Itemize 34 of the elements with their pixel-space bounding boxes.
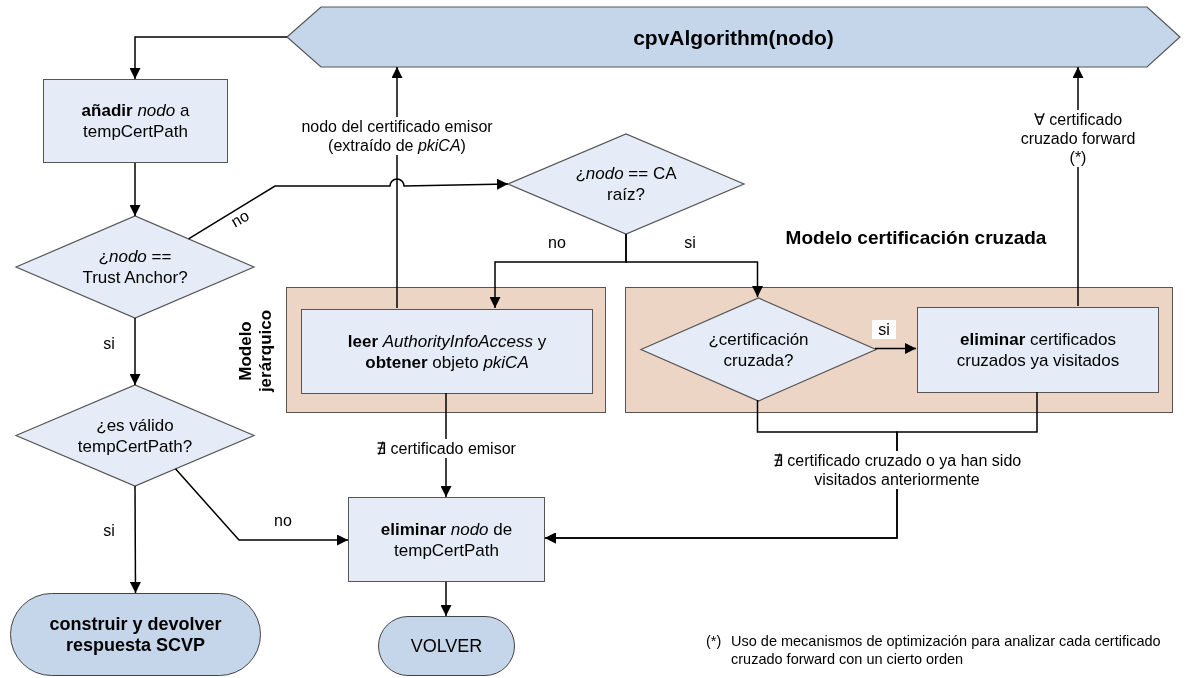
decision-text: ¿nodo == Trust Anchor? bbox=[81, 246, 189, 288]
start-banner bbox=[287, 7, 1180, 67]
step-text: VOLVER bbox=[409, 635, 484, 657]
arrow bbox=[187, 178, 509, 240]
arrow bbox=[129, 162, 141, 217]
decision-text: ¿nodo == CA raíz? bbox=[574, 163, 678, 205]
process-box bbox=[348, 497, 545, 582]
arrow bbox=[625, 233, 763, 298]
edge-label: no bbox=[227, 205, 253, 232]
step-text: construir y devolver respuesta SCVP bbox=[48, 613, 223, 656]
process-box bbox=[43, 79, 228, 163]
group-heading: Modelo certificación cruzada bbox=[784, 226, 1048, 249]
step-text: eliminar certificados cruzados ya visitados bbox=[955, 329, 1121, 371]
arrow bbox=[874, 343, 917, 354]
decision-diamond bbox=[16, 385, 254, 486]
step-text: leer AuthorityInfoAccess y obtener objeto pkiCA bbox=[346, 330, 548, 373]
decision-text: ¿es válido tempCertPath? bbox=[76, 414, 194, 457]
arrow bbox=[129, 317, 141, 386]
footnote-mark: (*) bbox=[706, 632, 723, 650]
process-box bbox=[301, 309, 593, 394]
arrow bbox=[174, 468, 349, 546]
footnote-text: Uso de mecanismos de optimización para analizar cada certificado cruzado forward con un cierto orden bbox=[731, 632, 1162, 668]
step-text: añadir nodo a tempCertPath bbox=[80, 100, 191, 142]
arrow bbox=[129, 485, 141, 594]
decision-diamond bbox=[641, 298, 876, 401]
process-box bbox=[917, 307, 1159, 393]
arrow bbox=[440, 581, 452, 617]
banner-title: cpvAlgorithm(nodo) bbox=[632, 26, 835, 48]
group-heading: Modelo jerárquico bbox=[236, 308, 276, 395]
arrow bbox=[544, 391, 1038, 544]
arrow bbox=[129, 36, 288, 80]
step-text: eliminar nodo de tempCertPath bbox=[379, 518, 514, 561]
decision-text: ¿certificación cruzada? bbox=[707, 328, 810, 371]
decision-diamond bbox=[508, 134, 744, 234]
